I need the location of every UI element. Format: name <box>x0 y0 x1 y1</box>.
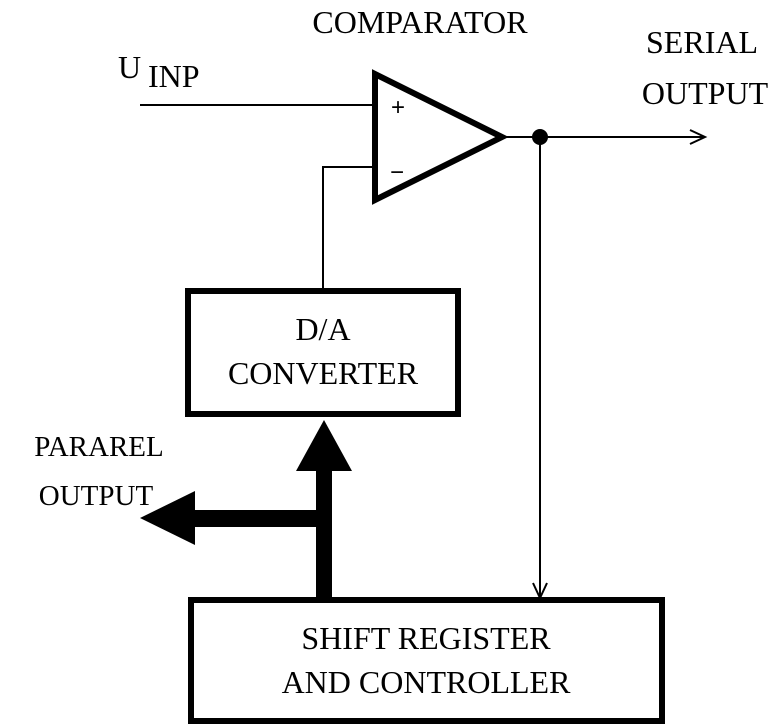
comparator-label: COMPARATOR <box>312 4 528 40</box>
bus-arrowhead-to-dac <box>296 420 352 471</box>
shift-register-box <box>188 597 665 724</box>
shift-register-label-line1: SHIFT REGISTER <box>301 620 551 656</box>
parallel-output-label-line2: OUTPUT <box>39 480 154 512</box>
shift-register-label-line2: AND CONTROLLER <box>282 664 572 700</box>
parallel-bus-vertical <box>316 470 332 598</box>
comparator-plus-sign: + <box>391 94 405 121</box>
parallel-output-label-line1: PARAREL <box>34 431 163 463</box>
serial-output-label-line1: SERIAL <box>646 24 758 60</box>
dac-box <box>185 288 461 417</box>
input-symbol-label: U <box>118 49 141 85</box>
dac-label-line1: D/A <box>295 311 350 347</box>
input-subscript-label: INP <box>148 58 200 94</box>
parallel-output-arrowhead <box>140 491 195 545</box>
comparator-triangle <box>372 69 509 205</box>
dac-label-line2: CONVERTER <box>228 355 419 391</box>
comparator-minus-sign: − <box>390 159 404 186</box>
serial-output-label-line2: OUTPUT <box>642 75 769 111</box>
dac-to-comparator-line <box>322 166 375 291</box>
serial-output-arrowhead <box>689 129 708 145</box>
parallel-bus-horizontal <box>192 510 332 527</box>
